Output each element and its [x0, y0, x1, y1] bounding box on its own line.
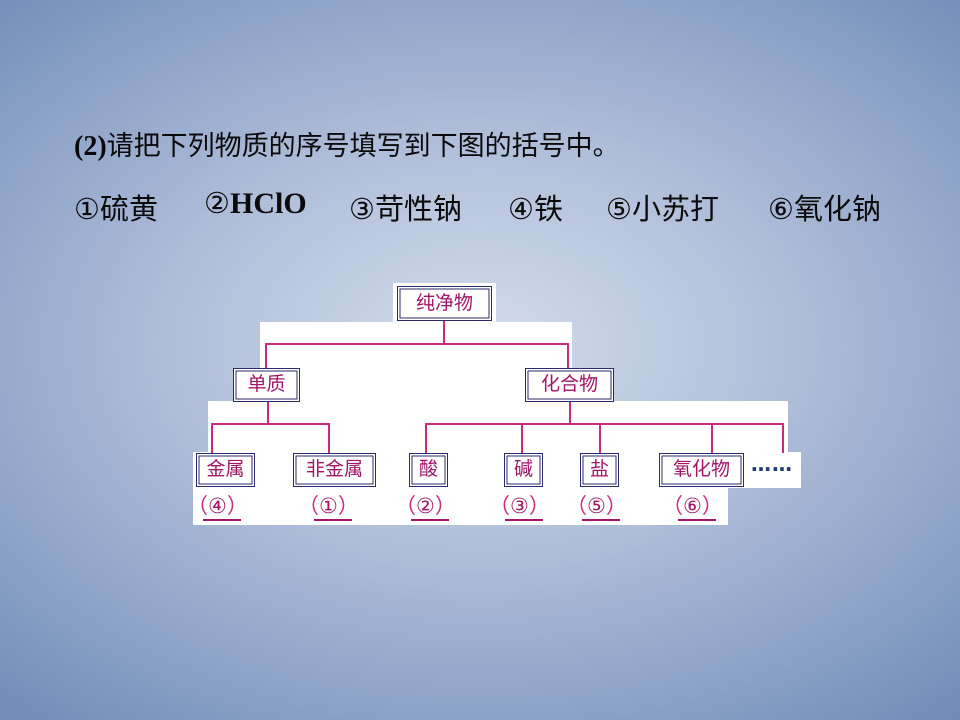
leaf-salt: 盐 — [580, 453, 619, 487]
answer-underline-salt — [582, 519, 620, 521]
connector-more — [782, 423, 784, 453]
question-number: (2) — [74, 131, 107, 162]
answer-base: （③） — [489, 494, 550, 518]
answer-underline-oxide — [678, 519, 716, 521]
substance-item-4: ④铁 — [508, 192, 564, 226]
question-text: 请把下列物质的序号填写到下图的括号中。 — [106, 131, 620, 162]
connector-nonmetal — [328, 423, 330, 453]
more-ellipsis: …… — [751, 452, 793, 476]
substance-item-6: ⑥氧化钠 — [768, 192, 882, 226]
node-pure-substance: 纯净物 — [397, 286, 492, 321]
leaf-oxide: 氧化物 — [659, 453, 744, 487]
connector-compound — [567, 343, 569, 369]
question-line: (2)请把下列物质的序号填写到下图的括号中。 — [74, 124, 620, 163]
connector-elem — [265, 343, 267, 369]
node-element: 单质 — [233, 368, 300, 402]
leaf-base: 碱 — [504, 453, 543, 487]
elem-stem — [267, 401, 269, 424]
answer-underline-nonmetal — [314, 519, 352, 521]
compound-bar — [425, 423, 783, 425]
connector-metal — [211, 423, 213, 453]
connector-salt — [599, 423, 601, 453]
answer-oxide: （⑥） — [662, 494, 723, 518]
compound-stem — [569, 401, 571, 424]
connector-acid — [425, 423, 427, 453]
leaf-acid: 酸 — [409, 453, 448, 487]
lower-backdrop — [208, 401, 788, 453]
substance-item-5: ⑤小苏打 — [606, 192, 720, 226]
root-connector — [443, 320, 445, 344]
answer-metal: （④） — [187, 494, 248, 518]
elem-bar — [211, 423, 329, 425]
connector-base — [521, 423, 523, 453]
answer-nonmetal: （①） — [298, 494, 359, 518]
substance-item-1: ①硫黄 — [74, 192, 159, 226]
node-compound: 化合物 — [525, 368, 614, 402]
connector-oxide — [711, 423, 713, 453]
substance-item-3: ③苛性钠 — [349, 192, 463, 226]
leaf-metal: 金属 — [196, 453, 255, 487]
answer-acid: （②） — [395, 494, 456, 518]
answer-backdrop — [193, 487, 728, 525]
answer-underline-base — [505, 519, 543, 521]
answer-underline-acid — [411, 519, 449, 521]
substance-item-2: ②HClO — [204, 186, 307, 220]
upper-backdrop — [260, 322, 572, 402]
answer-salt: （⑤） — [566, 494, 627, 518]
leaf-nonmetal: 非金属 — [293, 453, 376, 487]
level2-bar — [265, 343, 568, 345]
answer-underline-metal — [203, 519, 241, 521]
